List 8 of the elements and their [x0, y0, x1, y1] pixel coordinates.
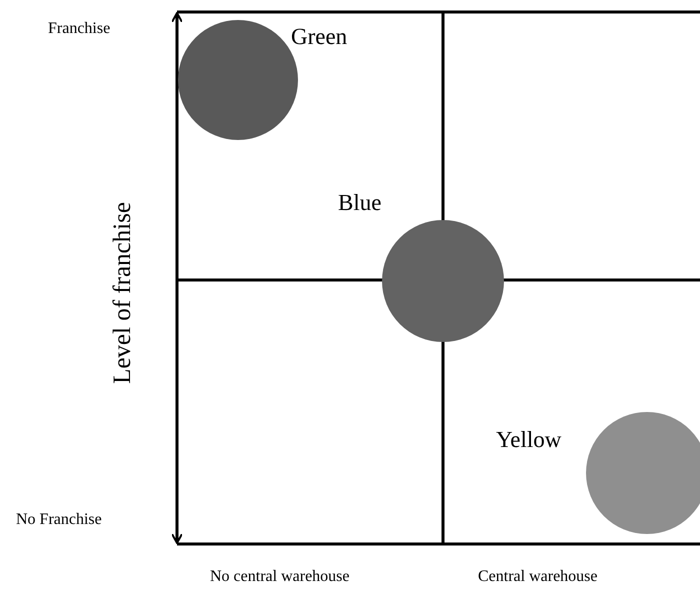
axis-label: No Franchise	[16, 511, 102, 529]
axis-title: Level of franchise	[109, 202, 137, 384]
bubble-label: Green	[291, 24, 348, 50]
axis-label: No central warehouse	[210, 568, 350, 586]
axis-label: Franchise	[48, 20, 110, 38]
bubble-label: Yellow	[496, 427, 562, 453]
bubble-label: Blue	[338, 190, 382, 216]
axis-label: Central warehouse	[478, 568, 598, 586]
